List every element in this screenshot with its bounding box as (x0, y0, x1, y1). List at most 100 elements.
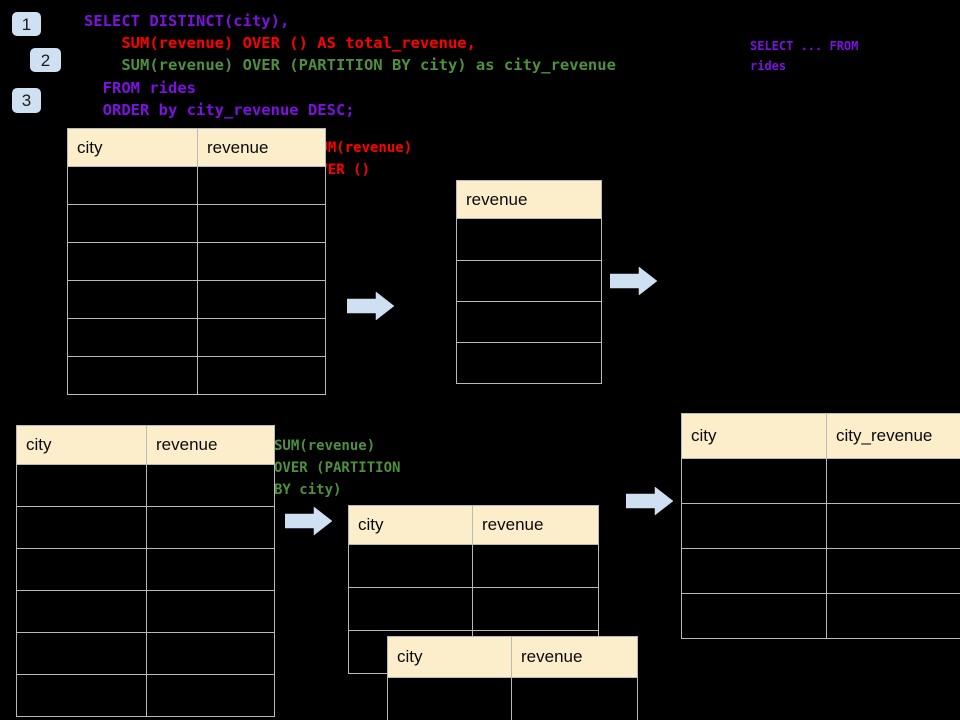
cell-city (16, 506, 147, 549)
table-row (456, 218, 602, 261)
table-header-row: city revenue (16, 425, 275, 465)
step-badge-2-label: 2 (40, 50, 51, 70)
cell-revenue (472, 544, 599, 588)
table-row (348, 544, 599, 588)
step-badge-3-label: 3 (21, 91, 32, 110)
column-header-city: city (348, 505, 473, 545)
cell-revenue (197, 280, 326, 319)
table-row (16, 464, 275, 507)
table-row (16, 506, 275, 549)
source-rides-table: city revenue (67, 128, 326, 395)
table-header-row: city revenue (67, 128, 326, 167)
cell-city (16, 548, 147, 591)
cell-city-revenue (826, 593, 960, 639)
cell-revenue (472, 587, 599, 631)
table-row (681, 503, 960, 549)
cell-revenue (456, 260, 602, 302)
cell-city (67, 318, 198, 357)
column-header-city: city (16, 425, 147, 465)
table-header-row: city revenue (387, 636, 638, 678)
column-header-city: city (67, 128, 198, 167)
column-header-revenue: revenue (511, 636, 638, 678)
cell-city (681, 458, 827, 504)
column-header-city: city (681, 413, 827, 459)
table-row (681, 548, 960, 594)
table-row (16, 590, 275, 633)
column-header-city-revenue: city_revenue (826, 413, 960, 459)
annotation-over-partition-line2: OVER (PARTITION (274, 460, 401, 476)
source-rides-table-partitioned: city revenue (16, 425, 275, 717)
cell-revenue (146, 674, 275, 717)
cell-revenue (146, 632, 275, 675)
cell-revenue (146, 464, 275, 507)
column-header-revenue: revenue (197, 128, 326, 167)
sql-line-sum-over-partition: SUM(revenue) OVER (PARTITION BY city) as… (84, 56, 616, 74)
cell-city (67, 242, 198, 281)
table-header-row: revenue (456, 180, 602, 219)
table-row (67, 318, 326, 357)
sql-line-order-by: ORDER by city_revenue DESC; (84, 101, 355, 119)
column-header-revenue: revenue (472, 505, 599, 545)
table-row (456, 342, 602, 384)
table-header-row: city city_revenue (681, 413, 960, 459)
table-row (67, 280, 326, 319)
cell-city (67, 280, 198, 319)
cell-revenue (197, 356, 326, 395)
cell-revenue (197, 166, 326, 205)
cell-city (16, 464, 147, 507)
sql-line-select: SELECT DISTINCT(city), (84, 12, 290, 30)
cell-revenue (197, 204, 326, 243)
cell-city-revenue (826, 548, 960, 594)
cell-city (16, 674, 147, 717)
total-revenue-table: revenue (456, 180, 602, 384)
table-row (681, 458, 960, 504)
cell-revenue (197, 318, 326, 357)
cell-city (67, 204, 198, 243)
cell-revenue (197, 242, 326, 281)
column-header-revenue: revenue (146, 425, 275, 465)
table-row (456, 260, 602, 302)
cell-city (67, 166, 198, 205)
cell-city (67, 356, 198, 395)
cell-revenue (146, 590, 275, 633)
sql-line-from: FROM rides (84, 79, 196, 97)
cell-city (681, 593, 827, 639)
annotation-over-partition-line3: BY city) (274, 482, 342, 498)
arrow-source-to-partition (285, 505, 333, 537)
cell-city-revenue (826, 458, 960, 504)
table-row (67, 204, 326, 243)
table-row (67, 356, 326, 395)
cell-city (348, 544, 473, 588)
sql-aside-select-from: SELECT ... FROM (750, 39, 859, 53)
cell-city (16, 632, 147, 675)
sql-line-sum-over-empty: SUM(revenue) OVER () AS total_revenue, (84, 34, 476, 52)
cell-city (681, 548, 827, 594)
annotation-over-empty-line1: SUM(revenue) (311, 140, 413, 156)
table-row (16, 674, 275, 717)
column-header-city: city (387, 636, 512, 678)
arrow-partition-to-result (626, 485, 674, 517)
cell-city (387, 677, 512, 720)
cell-revenue (456, 301, 602, 343)
arrow-source-to-total (347, 290, 395, 322)
table-row (387, 677, 638, 720)
step-badge-1-label: 1 (21, 14, 32, 34)
sql-aside-rides: rides (750, 59, 787, 73)
cell-city (681, 503, 827, 549)
column-header-revenue: revenue (456, 180, 602, 219)
arrow-total-to-result (610, 265, 658, 297)
step-badge-2: 2 (30, 48, 61, 72)
step-badge-1: 1 (12, 12, 41, 36)
table-row (681, 593, 960, 639)
table-header-row: city revenue (348, 505, 599, 545)
table-row (67, 242, 326, 281)
cell-revenue (146, 548, 275, 591)
table-row (16, 548, 275, 591)
cell-city-revenue (826, 503, 960, 549)
cell-revenue (511, 677, 638, 720)
table-row (16, 632, 275, 675)
cell-revenue (456, 218, 602, 261)
step-badge-3: 3 (12, 88, 41, 113)
table-row (348, 587, 599, 631)
